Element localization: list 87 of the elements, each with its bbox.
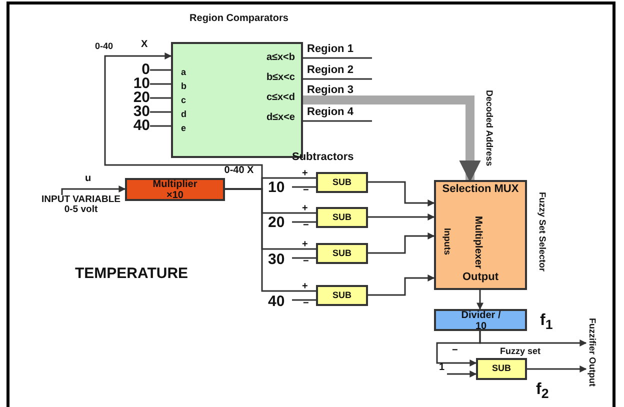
arrow	[61, 186, 126, 195]
input-letter: c	[181, 96, 186, 106]
divider-block	[434, 309, 527, 331]
block-label: Selection MUX	[441, 184, 520, 196]
connector-line	[150, 125, 171, 127]
sign-label: −	[303, 257, 309, 268]
connector-line	[303, 120, 372, 122]
output-symbol: f$_{1}$	[540, 313, 553, 332]
constant-value: 1	[439, 363, 445, 374]
subtractor-block	[316, 285, 368, 306]
port-label: Output	[461, 272, 500, 284]
connector-line	[150, 111, 171, 113]
connector-line	[150, 83, 171, 85]
range-label: X	[141, 40, 148, 50]
block-label: SUB	[331, 178, 352, 188]
block-label: Multiplier ×10	[152, 180, 198, 201]
sign-label: −	[303, 299, 309, 310]
connector-line	[150, 97, 171, 99]
sign-label: +	[302, 240, 308, 250]
block-heading: Region Comparators	[188, 14, 290, 24]
constant-value: 20	[133, 90, 150, 106]
sign-label: −	[303, 186, 309, 196]
multiplier-block	[125, 178, 225, 201]
connector-line	[150, 69, 171, 71]
input-letter: d	[181, 110, 186, 120]
connector-line	[303, 78, 372, 80]
connector-line	[292, 186, 316, 188]
sign-label: −	[452, 346, 458, 356]
block-label: SUB	[331, 291, 352, 300]
range-condition: a≤x<b	[266, 53, 295, 64]
title-text: TEMPERATURE	[75, 266, 188, 282]
arrow	[368, 232, 435, 254]
sign-label: +	[302, 169, 308, 180]
input-letter: a	[181, 68, 186, 78]
input-label: INPUT VARIABLE 0-5 volt	[40, 195, 122, 215]
range-condition: c≤x<d	[266, 93, 295, 104]
range-condition: d≤x<e	[266, 113, 295, 124]
constant-value: 10	[268, 180, 285, 196]
block-label: SUB	[490, 364, 512, 374]
subtractor-block	[316, 172, 368, 193]
arrow	[368, 214, 435, 220]
subtractor-block	[316, 207, 368, 228]
input-letter: b	[181, 82, 186, 92]
edge-label: Fuzzy set	[500, 347, 541, 356]
edge-label: Decoded Address	[484, 90, 494, 166]
connector-line	[292, 257, 316, 259]
block-label: SUB	[331, 249, 352, 258]
connector-line	[292, 299, 316, 301]
output-label: Region 3	[307, 85, 354, 97]
output-label: Fuzzifier Output	[587, 318, 596, 386]
connector-line	[292, 221, 316, 223]
sign-label: −	[303, 221, 309, 232]
connector-line	[225, 188, 316, 292]
sign-label: +	[302, 282, 308, 292]
constant-value: 30	[268, 252, 285, 268]
subtractor-block	[476, 358, 527, 380]
edge-label: Region 4	[307, 107, 354, 119]
range-condition: b≤x<c	[266, 73, 295, 84]
block-label: SUB	[331, 213, 352, 222]
arrow	[368, 274, 435, 296]
constant-value: 40	[268, 294, 285, 310]
arrow	[368, 181, 435, 206]
arrow	[527, 366, 587, 372]
arrow	[447, 370, 477, 378]
side-label: Fuzzy Set Selector	[537, 192, 546, 272]
constant-value: 20	[268, 215, 285, 231]
arrow	[479, 331, 587, 346]
multiplexer-block	[434, 180, 527, 290]
sign-label: +	[302, 204, 308, 214]
constant-value: 30	[133, 104, 150, 120]
connector-line	[303, 57, 372, 59]
block-label: Multiplexer	[472, 216, 482, 269]
constant-value: 0	[142, 62, 150, 78]
edge-label: Region 1	[307, 44, 354, 56]
arrow	[476, 290, 484, 310]
edge-label: Region 2	[307, 65, 354, 77]
output-symbol: f$_{2}$	[536, 382, 549, 402]
range-label: 0-40 X	[224, 166, 254, 176]
block-label: Divider / 10	[460, 311, 502, 332]
subtractor-block	[316, 243, 368, 264]
constant-value: 10	[133, 76, 150, 92]
port-label: Inputs	[442, 228, 452, 255]
input-letter: e	[181, 124, 186, 134]
signal-label: u	[85, 174, 92, 184]
range-label: 0-40	[95, 42, 114, 52]
bus-arrow	[303, 96, 481, 182]
constant-value: 40	[133, 118, 150, 134]
